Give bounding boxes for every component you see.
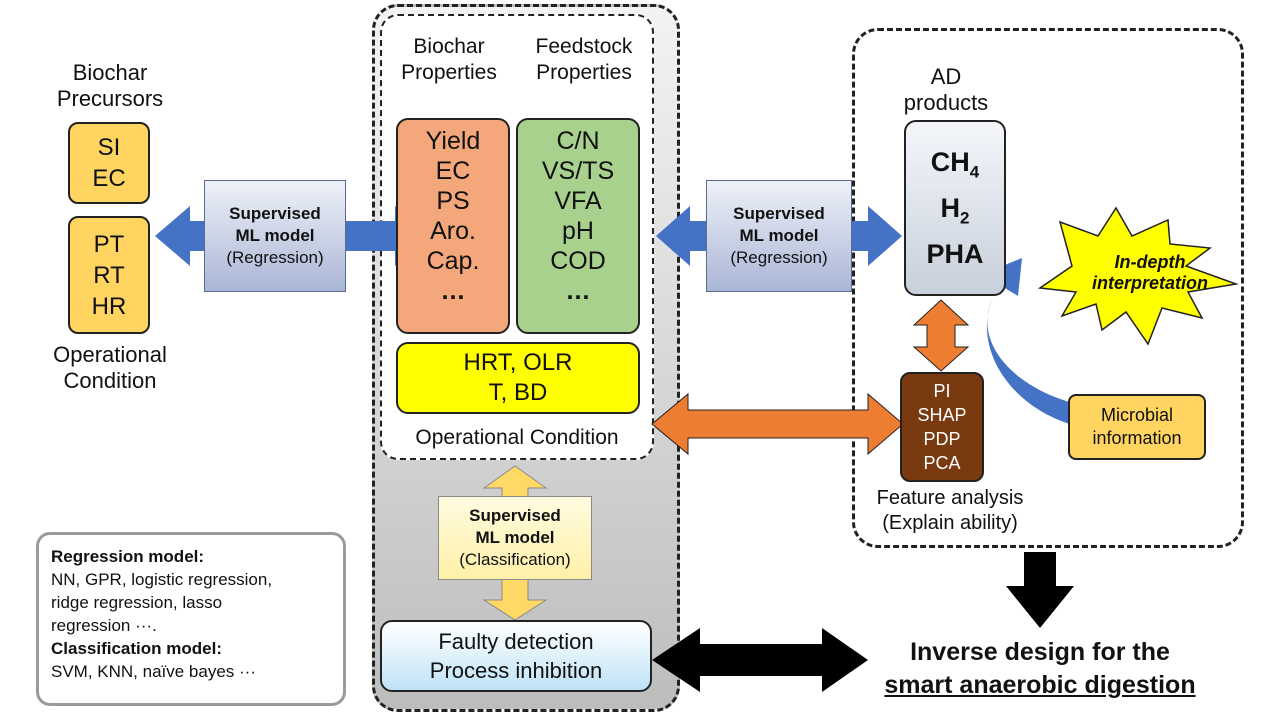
feature-method: PI [933,381,951,401]
ml-label: ML model [235,226,315,245]
faulty-line: Faulty detection [438,629,594,654]
biochar-property: PS [436,187,470,215]
microbial-information-box: Microbial information [1068,394,1206,460]
ml-regression-box-left: Supervised ML model (Regression) [204,180,346,292]
header-line: Properties [536,61,632,84]
model-legend: Regression model: NN, GPR, logistic regr… [36,532,346,706]
feedstock-properties-box: C/N VS/TS VFA pH COD … [516,118,640,334]
feature-method: PCA [923,453,961,473]
feedstock-property: … [565,277,591,305]
ad-product-ch4: CH4 [930,146,980,181]
legend-classification-title: Classification model: [51,639,222,658]
explainability-arrow [651,392,904,456]
header-line: Properties [401,61,497,84]
ad-title-line: AD [930,64,962,89]
operational-item: HRT, OLR [463,349,573,376]
feedstock-property: VS/TS [541,157,615,185]
biochar-property: Yield [425,127,481,155]
ad-feature-arrow [912,299,970,372]
precursors-title: Biochar Precursors [40,60,180,112]
inverse-design-line: smart anaerobic digestion [884,671,1196,699]
ml-label: Supervised [733,204,825,223]
biochar-property: Cap. [426,247,480,275]
inverse-down-arrow [1006,552,1074,628]
header-line: Feedstock [535,35,633,58]
ad-title-line: products [903,90,989,115]
operational-condition-line: Condition [63,368,157,393]
precursors-title-line: Biochar [72,60,148,85]
faulty-line: Process inhibition [429,658,603,683]
feedstock-properties-header: Feedstock Properties [516,34,652,86]
feature-method: SHAP [917,405,967,425]
legend-line: NN, GPR, logistic regression, [51,570,273,589]
legend-line: SVM, KNN, naïve bayes ··· [51,662,257,681]
ad-products-title: AD products [876,64,1016,116]
ad-products-box: CH4 H2 PHA [904,120,1006,296]
biochar-properties-box: Yield EC PS Aro. Cap. … [396,118,510,334]
feedstock-property: C/N [556,127,600,155]
header-line: Biochar [413,35,485,58]
interpretation-starburst [1037,206,1239,346]
ad-product-h2: H2 [940,193,970,228]
interpretation-label: In-depth interpretation [1086,252,1214,294]
interpretation-line: In-depth [1114,252,1186,272]
inverse-design-text: Inverse design for the smart anaerobic d… [880,636,1200,702]
ml-label: ML model [475,528,555,547]
biochar-property: … [440,277,466,305]
biochar-property: EC [435,157,471,185]
precursor-item: SI [97,134,121,161]
ad-product-pha: PHA [926,239,984,270]
ml-type: (Regression) [730,248,828,267]
feature-analysis-label: Feature analysis (Explain ability) [854,486,1046,536]
feedstock-property: VFA [554,187,602,215]
ml-regression-box-right: Supervised ML model (Regression) [706,180,852,292]
ml-label: ML model [739,226,819,245]
ml-type: (Regression) [226,248,324,267]
condition-item: PT [93,230,125,258]
feedstock-property: pH [562,217,594,245]
feature-method: PDP [923,429,961,449]
legend-line: regression ···. [51,616,157,635]
feature-label-line: Feature analysis [876,487,1024,509]
condition-item: HR [91,292,127,320]
ml-classification-box: Supervised ML model (Classification) [438,496,592,580]
microbial-line: Microbial [1100,405,1174,425]
operational-condition-left: Operational Condition [30,342,190,394]
inverse-design-line: Inverse design for the [910,638,1170,666]
legend-line: ridge regression, lasso [51,593,223,612]
precursors-title-line: Precursors [56,86,164,111]
operational-condition-line: Operational [53,342,167,367]
ml-label: Supervised [469,506,561,525]
biochar-property: Aro. [430,217,476,245]
biochar-properties-header: Biochar Properties [388,34,510,86]
ml-label: Supervised [229,204,321,223]
faulty-inverse-arrow [652,628,868,692]
feature-label-line: (Explain ability) [882,512,1018,534]
feedstock-property: COD [550,247,606,275]
condition-item: RT [93,261,125,289]
precursor-item: EC [92,165,126,192]
precursor-box-1: SI EC [68,122,150,204]
feature-analysis-box: PI SHAP PDP PCA [900,372,984,482]
interpretation-line: interpretation [1091,273,1208,293]
faulty-detection-box: Faulty detection Process inhibition [380,620,652,692]
operational-condition-box: HRT, OLR T, BD [396,342,640,414]
operational-item: T, BD [488,379,548,406]
precursor-box-2: PT RT HR [68,216,150,334]
operational-condition-label: Operational Condition [415,426,619,449]
microbial-line: information [1092,428,1182,448]
ml-type: (Classification) [459,550,571,569]
interpretation-curve-arrow [986,258,1098,430]
legend-regression-title: Regression model: [51,547,205,566]
